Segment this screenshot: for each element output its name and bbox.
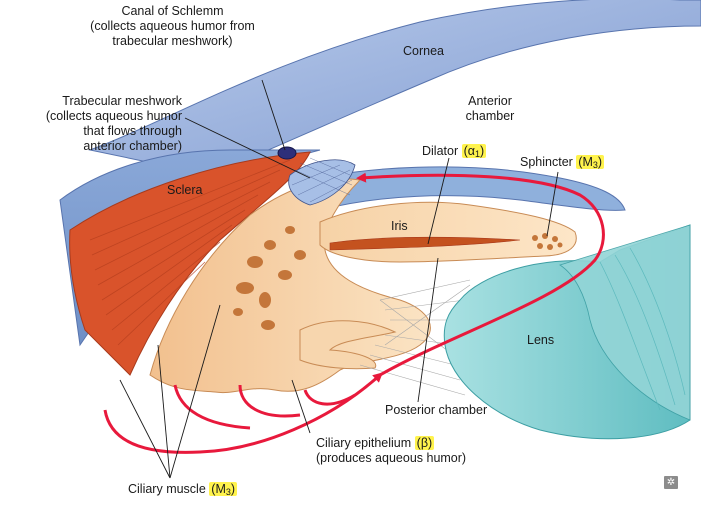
sphincter-receptor: (M <box>578 155 593 169</box>
label-canal-of-schlemm: Canal of Schlemm (collects aqueous humor… <box>70 4 275 49</box>
sphincter-receptor-highlight: (M3) <box>576 155 605 170</box>
sphincter-receptor-end: ) <box>597 155 603 169</box>
sphincter-spots <box>532 233 563 250</box>
ciliary-muscle-receptor: (M <box>211 482 226 496</box>
ciliary-muscle-shape <box>69 151 311 376</box>
anterior-line-1: Anterior <box>468 94 512 108</box>
canal-title: Canal of Schlemm <box>121 4 224 18</box>
sphincter-receptor-sub: 3 <box>592 160 598 170</box>
dilator-receptor-end: ) <box>480 144 485 158</box>
label-dilator: Dilator (α1) <box>422 144 487 159</box>
epithelium-receptor: (β) <box>414 436 435 450</box>
lens-rings <box>599 247 686 411</box>
label-ciliary-epithelium: Ciliary epithelium (β) (produces aqueous… <box>316 436 466 466</box>
label-anterior-chamber: Anterior chamber <box>458 94 522 124</box>
label-sclera: Sclera <box>167 183 203 197</box>
dilator-muscle-shape <box>329 236 521 251</box>
ciliary-muscle-receptor-sub: 3 <box>225 487 231 497</box>
mesh-lines <box>291 157 353 203</box>
ciliary-muscle-receptor-highlight: (M3) <box>209 482 238 497</box>
leader-lines <box>119 79 559 479</box>
dilator-text: Dilator <box>422 144 459 158</box>
label-trabecular-meshwork: Trabecular meshwork (collects aqueous hu… <box>12 94 182 154</box>
ciliary-muscle-text: Ciliary muscle <box>128 482 206 496</box>
dilator-receptor: (α <box>463 144 475 158</box>
sphincter-text: Sphincter <box>520 155 573 169</box>
anterior-line-2: chamber <box>465 109 515 123</box>
ciliary-processes <box>299 320 397 370</box>
aqueous-flow-arrows <box>103 172 605 454</box>
trabecular-desc-3: anterior chamber) <box>83 139 182 153</box>
canal-desc-1: (collects aqueous humor from <box>90 19 255 33</box>
canal-of-schlemm-shape <box>277 146 297 160</box>
cornea-shape <box>88 0 701 176</box>
label-ciliary-muscle: Ciliary muscle (M3) <box>128 482 238 497</box>
trabecular-title: Trabecular meshwork <box>62 94 182 108</box>
label-cornea: Cornea <box>403 44 444 58</box>
epithelium-text: Ciliary epithelium <box>316 436 412 450</box>
label-lens: Lens <box>527 333 555 347</box>
dilator-receptor-highlight: (α1) <box>461 144 487 159</box>
trabecular-desc-1: (collects aqueous humor <box>45 109 182 123</box>
label-sphincter: Sphincter (M3) <box>520 155 605 170</box>
lens-top-face <box>559 224 691 421</box>
pigment-spots <box>233 226 306 330</box>
trabecular-desc-2: that flows through <box>83 124 182 138</box>
ciliary-muscle-receptor-end: ) <box>230 482 236 496</box>
muscle-fibers <box>89 159 291 346</box>
label-iris: Iris <box>391 219 408 233</box>
expand-icon[interactable]: ✲ <box>664 476 678 489</box>
label-posterior-chamber: Posterior chamber <box>385 403 488 417</box>
dilator-receptor-sub: 1 <box>475 149 481 159</box>
canal-desc-2: trabecular meshwork) <box>112 34 233 48</box>
iris-shape <box>319 201 577 263</box>
epithelium-desc: (produces aqueous humor) <box>316 451 467 465</box>
